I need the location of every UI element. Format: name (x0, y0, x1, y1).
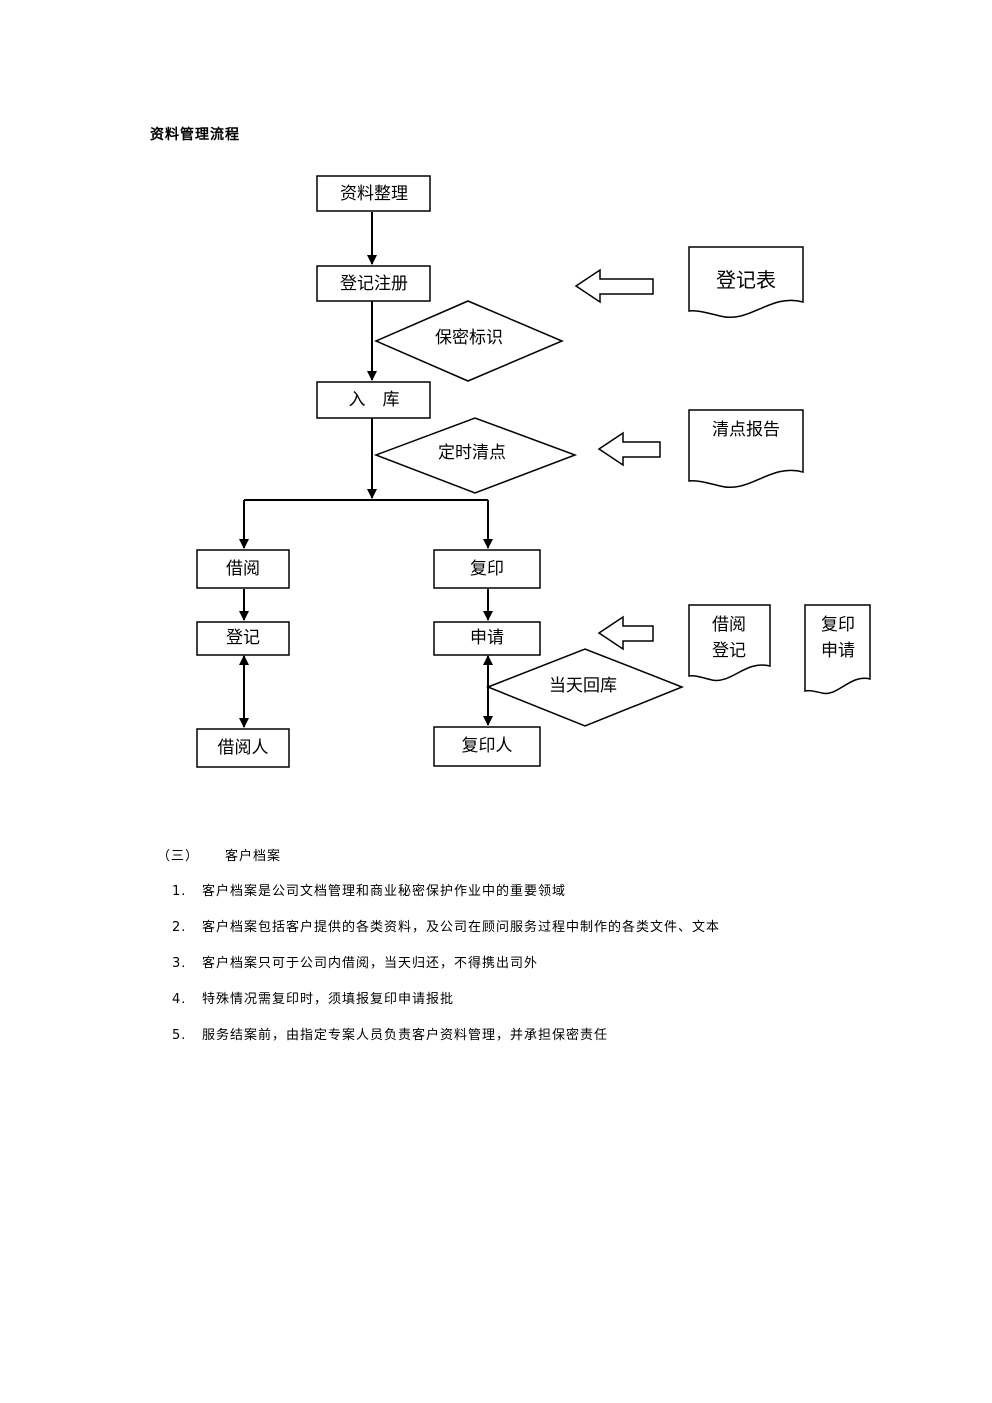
list-item-number: 1. (172, 884, 187, 899)
box-copy-apply (433, 621, 541, 656)
page-title: 资料管理流程 (150, 127, 240, 143)
section-index: （三） (157, 849, 200, 864)
doc-borrow-register (688, 604, 771, 682)
diamond-confidential-mark (374, 300, 564, 382)
label-copier: 复印人 (462, 736, 513, 756)
box-store (316, 381, 431, 419)
box-organize (316, 175, 431, 212)
hollow-arrow-apply (597, 615, 654, 651)
connectors (239, 212, 493, 728)
label-borrower: 借阅人 (218, 738, 269, 758)
doc-register-form (688, 246, 804, 319)
label-copy-apply: 申请 (470, 628, 504, 648)
list-item-number: 2. (172, 920, 187, 935)
list-item: 5. 服务结案前，由指定专案人员负责客户资料管理，并承担保密责任 (172, 1024, 720, 1060)
list-item-number: 3. (172, 956, 187, 971)
label-periodic-check: 定时清点 (438, 443, 506, 463)
list-item-text: 服务结案前，由指定专案人员负责客户资料管理，并承担保密责任 (202, 1028, 609, 1043)
list-item: 3. 客户档案只可于公司内借阅，当天归还，不得携出司外 (172, 952, 720, 988)
box-borrow (196, 549, 290, 589)
doc-copy-apply (804, 604, 871, 695)
list-item-text: 客户档案是公司文档管理和商业秘密保护作业中的重要领域 (202, 884, 567, 899)
box-borrower (196, 728, 290, 768)
label-inventory-report: 清点报告 (712, 420, 780, 440)
label-copy-apply-doc-line1: 复印 (821, 615, 855, 635)
flowchart: 资料整理 登记注册 入 库 借阅 复印 登记 申请 借阅人 复印人 保密标识 定… (196, 175, 871, 768)
list-item-text: 特殊情况需复印时，须填报复印申请报批 (202, 992, 455, 1007)
hollow-arrow-inventory-report (597, 431, 661, 467)
label-borrow: 借阅 (226, 559, 260, 579)
label-borrow-register-doc-line1: 借阅 (712, 615, 746, 635)
label-same-day-return: 当天回库 (549, 676, 617, 696)
list-item-text: 客户档案包括客户提供的各类资料，及公司在顾问服务过程中制作的各类文件、文本 (202, 920, 721, 935)
label-register-form: 登记表 (716, 268, 776, 292)
diamond-same-day-return (485, 648, 685, 727)
label-borrow-register-doc-line2: 登记 (712, 641, 746, 661)
list-item-number: 4. (172, 992, 187, 1007)
label-organize: 资料整理 (340, 184, 408, 204)
label-register: 登记注册 (340, 274, 408, 294)
label-copy-apply-doc-line2: 申请 (821, 641, 855, 661)
list-item: 4. 特殊情况需复印时，须填报复印申请报批 (172, 988, 720, 1024)
diamond-periodic-check (373, 417, 578, 494)
rules-list: 1. 客户档案是公司文档管理和商业秘密保护作业中的重要领域 2. 客户档案包括客户提… (172, 880, 720, 1060)
list-item: 2. 客户档案包括客户提供的各类资料，及公司在顾问服务过程中制作的各类文件、文本 (172, 916, 720, 952)
label-copy: 复印 (470, 559, 504, 579)
list-item-number: 5. (172, 1028, 187, 1043)
list-item-text: 客户档案只可于公司内借阅，当天归还，不得携出司外 (202, 956, 539, 971)
section-title: 客户档案 (225, 849, 282, 864)
section-heading: （三） 客户档案 (157, 845, 281, 864)
hollow-arrow-register-form (574, 268, 654, 304)
box-borrow-register (196, 621, 290, 656)
box-register (316, 265, 431, 302)
list-item: 1. 客户档案是公司文档管理和商业秘密保护作业中的重要领域 (172, 880, 720, 916)
label-borrow-register: 登记 (226, 628, 260, 648)
label-confidential-mark: 保密标识 (435, 328, 503, 348)
box-copier (433, 726, 541, 767)
doc-inventory-report (688, 409, 804, 489)
label-store: 入 库 (349, 390, 400, 410)
box-copy (433, 549, 541, 589)
